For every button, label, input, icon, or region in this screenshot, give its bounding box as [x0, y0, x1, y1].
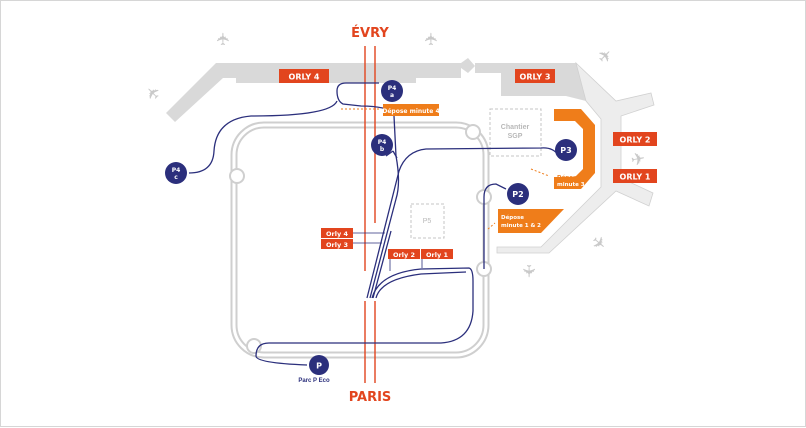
p5-area [410, 203, 445, 239]
drop-off-3-zone [554, 109, 595, 189]
airplane-icon: ✈ [594, 45, 618, 69]
p4b-sub: b [380, 146, 385, 153]
parking-p4b[interactable]: P4 b [371, 134, 393, 156]
drop-off-1-2-line2: minute 1 & 2 [501, 223, 541, 229]
p3-label: P3 [560, 146, 571, 155]
drop-off-zones: Dépose minute 4 Dépose minute 3 Dépose m… [341, 104, 595, 233]
sign-orly3: Orly 3 [326, 241, 348, 249]
access-routes [188, 82, 559, 366]
road-sign-connectors [353, 232, 423, 271]
airplane-icon: ✈ [142, 80, 166, 104]
airplane-icon: ✈ [586, 232, 610, 256]
p5-label: P5 [423, 218, 432, 225]
orly1-terminal-label: ORLY 1 [620, 173, 651, 182]
chantier-label: Chantier [501, 124, 530, 131]
sgp-label: SGP [508, 133, 523, 140]
airplane-icon: ✈ [629, 149, 647, 171]
airplane-icon: ✈ [422, 32, 442, 46]
orly2-orly1-hall [496, 61, 655, 254]
drop-off-1-2-zone [498, 209, 564, 233]
ring-road [229, 121, 492, 359]
orly4-terminal-label: ORLY 4 [289, 73, 320, 82]
road-signs: Orly 4 Orly 3 Orly 2 Orly 1 [321, 228, 453, 259]
sign-orly1: Orly 1 [426, 251, 448, 259]
sign-orly4: Orly 4 [326, 230, 348, 238]
parking-p3[interactable]: P3 [555, 139, 577, 161]
parking-p4c[interactable]: P4 c [165, 162, 187, 184]
orly4-building [166, 58, 475, 122]
p4c-label: P4 [172, 167, 181, 174]
airplane-icon: ✈ [214, 32, 234, 46]
drop-off-4-label: Dépose minute 4 [382, 108, 439, 115]
drop-off-3-line1: Dépose [557, 174, 580, 181]
drop-off-3-line2: minute 3 [557, 182, 585, 188]
highway-a106 [364, 46, 376, 383]
parking-p-eco[interactable]: P [309, 355, 329, 375]
p-eco-label: P [316, 362, 322, 371]
drop-off-4-badge [383, 104, 439, 116]
drop-off-1-2-line1: Dépose [501, 214, 524, 221]
p4c-sub: c [174, 174, 178, 181]
parking-markers: P4 a P4 b P4 c P3 P2 P Parc P Eco [165, 80, 577, 384]
parking-p2[interactable]: P2 [507, 183, 529, 205]
sign-orly2: Orly 2 [393, 251, 415, 259]
orly3-terminal-label: ORLY 3 [520, 73, 551, 82]
city-paris: PARIS [349, 390, 392, 405]
city-evry: ÉVRY [351, 25, 389, 41]
chantier-sgp-area [489, 108, 542, 157]
p2-label: P2 [512, 190, 523, 199]
p4b-label: P4 [378, 139, 387, 146]
parking-p4a[interactable]: P4 a [381, 80, 403, 102]
airplane-icon: ✈ [518, 264, 538, 278]
p4a-label: P4 [388, 85, 397, 92]
parc-p-eco-caption: Parc P Eco [298, 378, 330, 384]
terminal-labels: ORLY 4 ORLY 3 ORLY 2 ORLY 1 [279, 69, 657, 183]
p4a-sub: a [390, 92, 394, 99]
orly2-terminal-label: ORLY 2 [620, 136, 651, 145]
